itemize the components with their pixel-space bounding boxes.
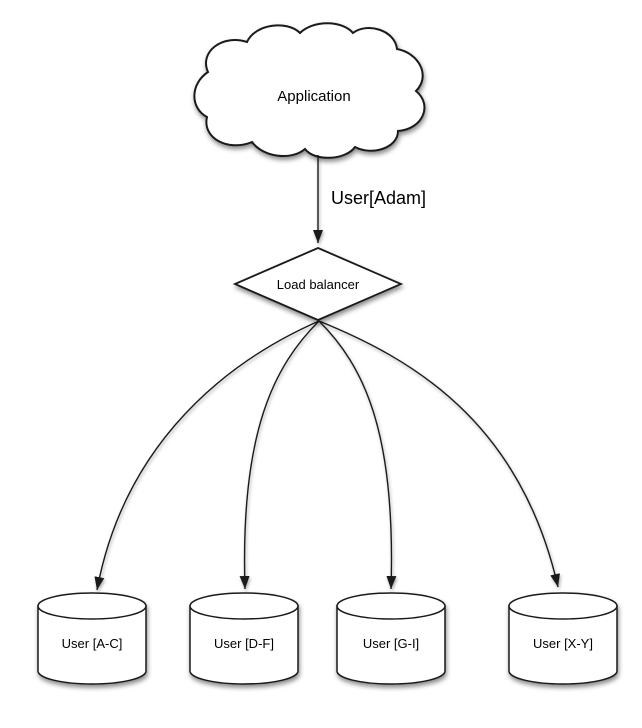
cylinder-top — [189, 592, 299, 620]
shard-db-node-2: User [D-F] — [189, 592, 299, 685]
loadbalancer-fanout-edges — [94, 320, 560, 591]
shard-db-node-4: User [X-Y] — [508, 592, 618, 685]
lb-to-shard2-arrow — [239, 320, 320, 590]
shard-label: User [D-F] — [214, 636, 274, 651]
cylinder-body — [508, 605, 618, 685]
lb-to-shard3-arrow — [318, 320, 397, 590]
application-cloud-node: Application — [193, 22, 426, 159]
request-user-adam-label: User[Adam] — [331, 188, 426, 208]
cylinder-top — [37, 592, 147, 620]
cylinder-body — [37, 605, 147, 685]
load-balancer-label: Load balancer — [277, 277, 360, 292]
lb-to-shard4-arrow — [318, 320, 560, 588]
shard-db-node-3: User [G-I] — [336, 592, 446, 685]
diamond-shape — [232, 247, 404, 321]
cylinder-top — [508, 592, 618, 620]
cloud-shape — [193, 22, 426, 159]
lb-to-shard1-arrow — [94, 320, 320, 591]
cylinder-top — [336, 592, 446, 620]
application-label: Application — [277, 88, 350, 105]
cylinder-body — [336, 605, 446, 685]
cylinder-body — [189, 605, 299, 685]
load-balancer-node: Load balancer — [232, 247, 404, 321]
shard-db-node-1: User [A-C] — [37, 592, 147, 685]
shard-label: User [G-I] — [363, 636, 419, 651]
shard-label: User [A-C] — [62, 636, 123, 651]
shard-label: User [X-Y] — [533, 636, 593, 651]
